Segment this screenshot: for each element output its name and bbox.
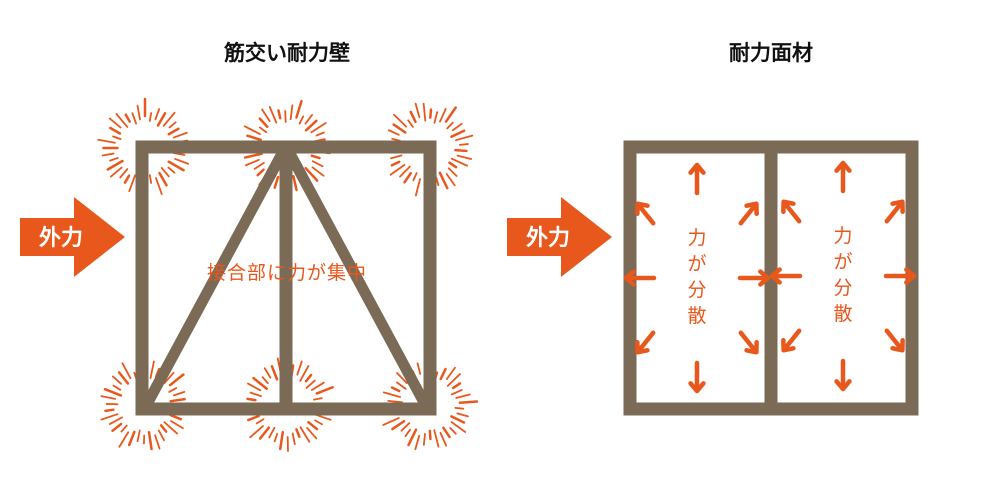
note-char: 分 — [833, 277, 852, 299]
burst-icon — [97, 97, 190, 195]
note-char: 力 — [833, 225, 852, 247]
arrow-icon — [884, 199, 905, 224]
arrow-icon — [688, 162, 706, 196]
note-char: が — [833, 251, 852, 273]
arrow-icon — [738, 201, 759, 226]
arrow-icon — [635, 330, 656, 355]
dispersion-note-left: 力 が 分 散 — [687, 227, 706, 327]
note-char: が — [687, 253, 706, 275]
arrow-icon — [737, 269, 771, 287]
arrow-icon — [834, 358, 852, 392]
note-char: 散 — [687, 305, 706, 327]
arrow-icon — [635, 201, 656, 226]
right-title: 耐力面材 — [729, 41, 813, 65]
force-label: 外力 — [526, 225, 570, 251]
stress-bursts — [97, 97, 479, 452]
dispersion-note-right: 力 が 分 散 — [833, 225, 852, 325]
arrow-icon — [623, 269, 657, 287]
arrow-icon — [883, 267, 917, 285]
arrow-icon — [884, 328, 905, 353]
dispersion-arrows — [623, 160, 917, 394]
arrow-icon — [834, 160, 852, 194]
concentration-note: 接合部に力が集中 — [207, 262, 367, 284]
arrow-icon — [781, 328, 802, 353]
external-force-arrow-left: 外力 — [20, 197, 125, 277]
arrow-icon — [688, 360, 706, 394]
note-char: 力 — [687, 227, 706, 249]
note-char: 分 — [687, 279, 706, 301]
braced-wall-frame — [135, 140, 437, 416]
arrow-icon — [738, 330, 759, 355]
arrow-icon — [769, 267, 803, 285]
force-label: 外力 — [39, 225, 83, 251]
external-force-arrow-right: 外力 — [507, 197, 612, 277]
arrow-icon — [781, 199, 802, 224]
note-char: 散 — [833, 303, 852, 325]
left-title: 筋交い耐力壁 — [223, 41, 350, 65]
